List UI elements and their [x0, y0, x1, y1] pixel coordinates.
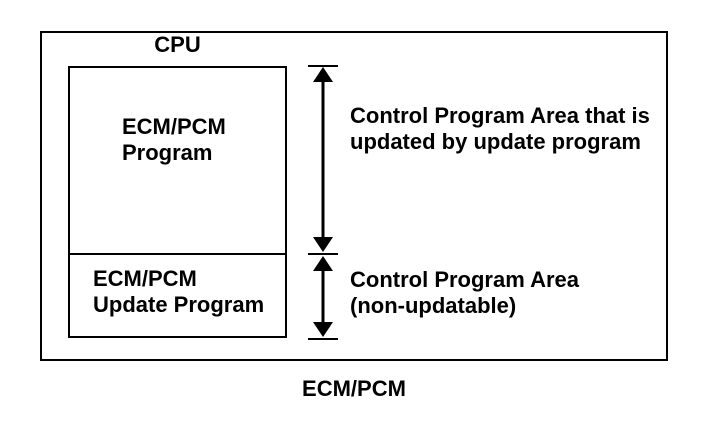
non-updatable-area-annotation-line1: Control Program Area [350, 267, 580, 292]
ecm-program-label-line1: ECM/PCM [122, 114, 226, 139]
non-updatable-area-annotation-line2: (non-updatable) [350, 293, 517, 318]
ecm-update-program-label: ECM/PCM Update Program [93, 266, 264, 318]
memory-box [68, 66, 287, 338]
ecm-update-program-label-line1: ECM/PCM [93, 266, 197, 291]
updatable-area-annotation-line2: updated by update program [350, 129, 641, 154]
ecm-pcm-caption: ECM/PCM [302, 376, 406, 401]
updatable-area-annotation-line1: Control Program Area that is [350, 103, 650, 128]
ecm-program-label-line2: Program [122, 140, 213, 165]
ecm-update-program-label-line2: Update Program [93, 292, 265, 317]
cpu-box-title: CPU [154, 32, 201, 57]
cpu-box [40, 31, 668, 361]
non-updatable-area-annotation: Control Program Area (non-updatable) [350, 267, 579, 319]
memory-divider-line [70, 253, 285, 255]
updatable-area-annotation: Control Program Area that is updated by … [350, 103, 650, 155]
ecm-program-label: ECM/PCM Program [122, 114, 226, 166]
